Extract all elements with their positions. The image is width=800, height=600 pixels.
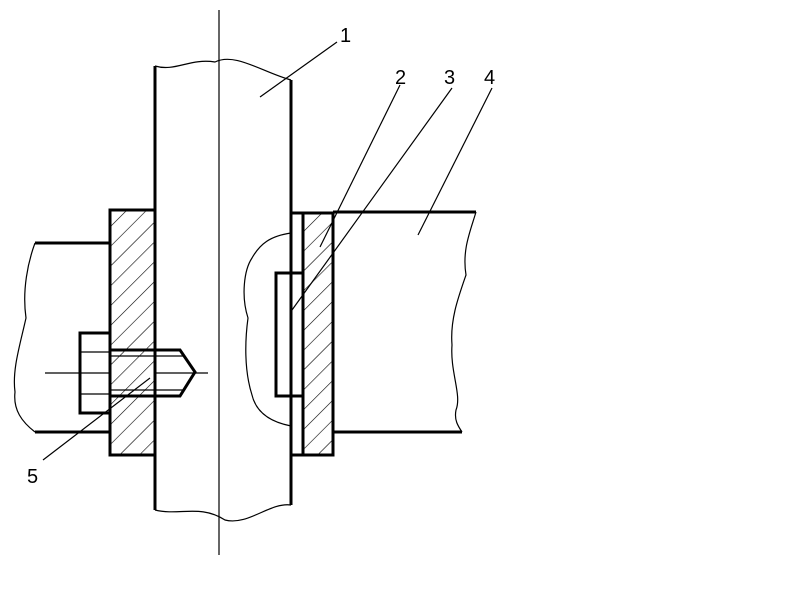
callout-4: 4: [484, 67, 495, 89]
left-plate: [108, 208, 157, 457]
collar-outline: [243, 211, 305, 457]
leader-3: [291, 87, 453, 311]
key-part-2: [274, 271, 305, 398]
shaft-part-1: [153, 58, 293, 522]
leader-2: [319, 84, 401, 248]
right-block-part-4: [333, 210, 477, 434]
callout-5: 5: [27, 466, 38, 488]
leader-5: [42, 377, 151, 461]
callout-2: 2: [395, 67, 406, 89]
bolt-part-5: [78, 331, 197, 415]
callout-1: 1: [340, 25, 351, 47]
callout-3: 3: [444, 67, 455, 89]
leader-1: [259, 41, 338, 98]
leader-4: [417, 87, 493, 236]
flange-part-3: [301, 211, 335, 457]
left-block: [13, 241, 110, 434]
